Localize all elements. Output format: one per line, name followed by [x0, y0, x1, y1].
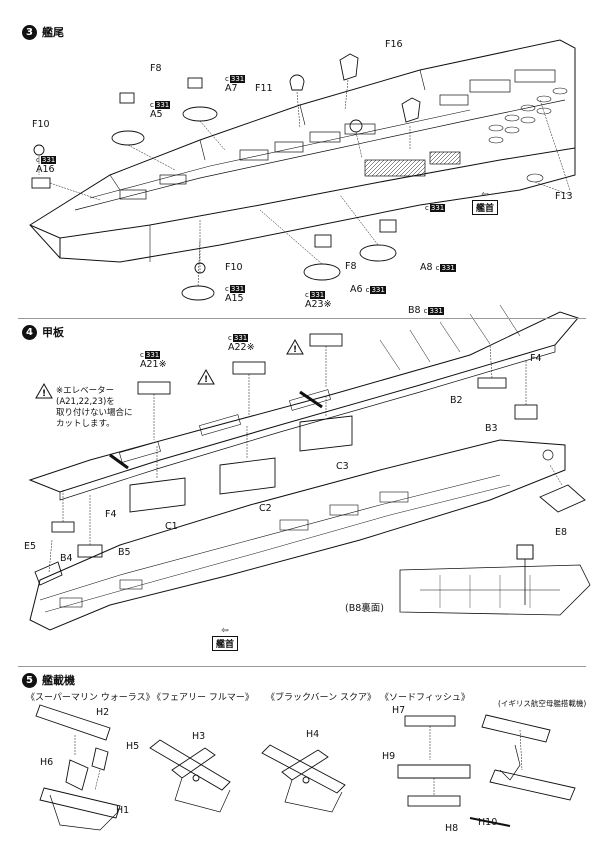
label-E8: E8	[555, 527, 568, 538]
label-H2: H2	[96, 707, 110, 718]
step-5-title: 艦載機	[42, 674, 75, 687]
label-C3: C3	[336, 461, 349, 472]
label-b8-underside: (B8裏面)	[345, 603, 384, 614]
label-H7: H7	[392, 705, 406, 716]
label-F4-bottom: F4	[105, 509, 117, 520]
plane-title-swordfish: 《ソードフィッシュ》	[380, 693, 470, 703]
label-H8: H8	[445, 823, 459, 834]
lower-hull-drawing	[29, 439, 566, 631]
label-H4: H4	[306, 729, 320, 740]
svg-text:!: !	[42, 389, 46, 399]
skua-drawing	[261, 744, 346, 813]
divider	[18, 318, 586, 319]
fulmar-drawing	[149, 739, 231, 813]
svg-text:!: !	[293, 345, 297, 355]
step-4-title: 甲板	[42, 326, 64, 339]
step-3-header: 3 艦尾	[22, 24, 64, 40]
step-3-title: 艦尾	[42, 26, 64, 39]
british-note: (イギリス航空母艦搭載機)	[498, 699, 587, 708]
svg-text:!: !	[204, 375, 208, 385]
bow-direction-step3: ⇦ 艦首	[472, 190, 499, 215]
label-H5: H5	[126, 741, 140, 752]
walrus-drawing	[35, 704, 121, 831]
label-C1: C1	[165, 521, 178, 532]
divider	[18, 666, 586, 667]
plane-title-skua: 《ブラックバーン スクア》	[266, 693, 376, 703]
label-H9: H9	[382, 751, 396, 762]
elevator-note: ※エレベーター (A21,22,23)を 取り付けない場合に カットします。	[56, 386, 133, 429]
label-B3: B3	[485, 423, 498, 434]
label-B5: B5	[118, 547, 131, 558]
label-H3: H3	[192, 731, 206, 742]
bow-arrow-icon: ⇦	[221, 626, 229, 636]
label-B2: B2	[450, 395, 463, 406]
label-F10-bottom: F10	[225, 262, 243, 273]
plane-title-walrus: 《スーパーマリン ウォーラス》	[26, 693, 155, 703]
label-F16: F16	[385, 39, 403, 50]
label-H1: H1	[116, 805, 130, 816]
elevator-parts	[34, 333, 586, 586]
british-carrier-plane-drawing	[481, 714, 576, 801]
label-H6: H6	[40, 757, 54, 768]
bow-direction-step4: ⇦ 艦首	[212, 626, 239, 651]
label-F10-top: F10	[32, 119, 50, 130]
label-F4-top: F4	[530, 353, 542, 364]
step-4-header: 4 甲板	[22, 324, 64, 340]
label-B4: B4	[60, 553, 73, 564]
label-F13: F13	[555, 191, 573, 202]
label-F11: F11	[255, 83, 273, 94]
warning-icon	[35, 338, 304, 399]
label-H10: H10	[478, 817, 498, 828]
bow-arrow-icon: ⇦	[481, 190, 489, 200]
step-3-number: 3	[22, 24, 37, 40]
swordfish-drawing	[397, 715, 511, 827]
step-3-parts	[31, 53, 571, 301]
stern-hull-drawing	[29, 39, 576, 263]
label-C2: C2	[259, 503, 272, 514]
label-F8-bottom: F8	[345, 261, 357, 272]
step-4-number: 4	[22, 324, 37, 340]
step-5-header: 5 艦載機	[22, 672, 75, 688]
step-5-number: 5	[22, 672, 37, 688]
label-E5: E5	[24, 541, 37, 552]
b8-underside-view	[399, 544, 591, 616]
plane-title-fulmar: 《フェアリー フルマー》	[152, 693, 254, 703]
label-F8: F8	[150, 63, 162, 74]
